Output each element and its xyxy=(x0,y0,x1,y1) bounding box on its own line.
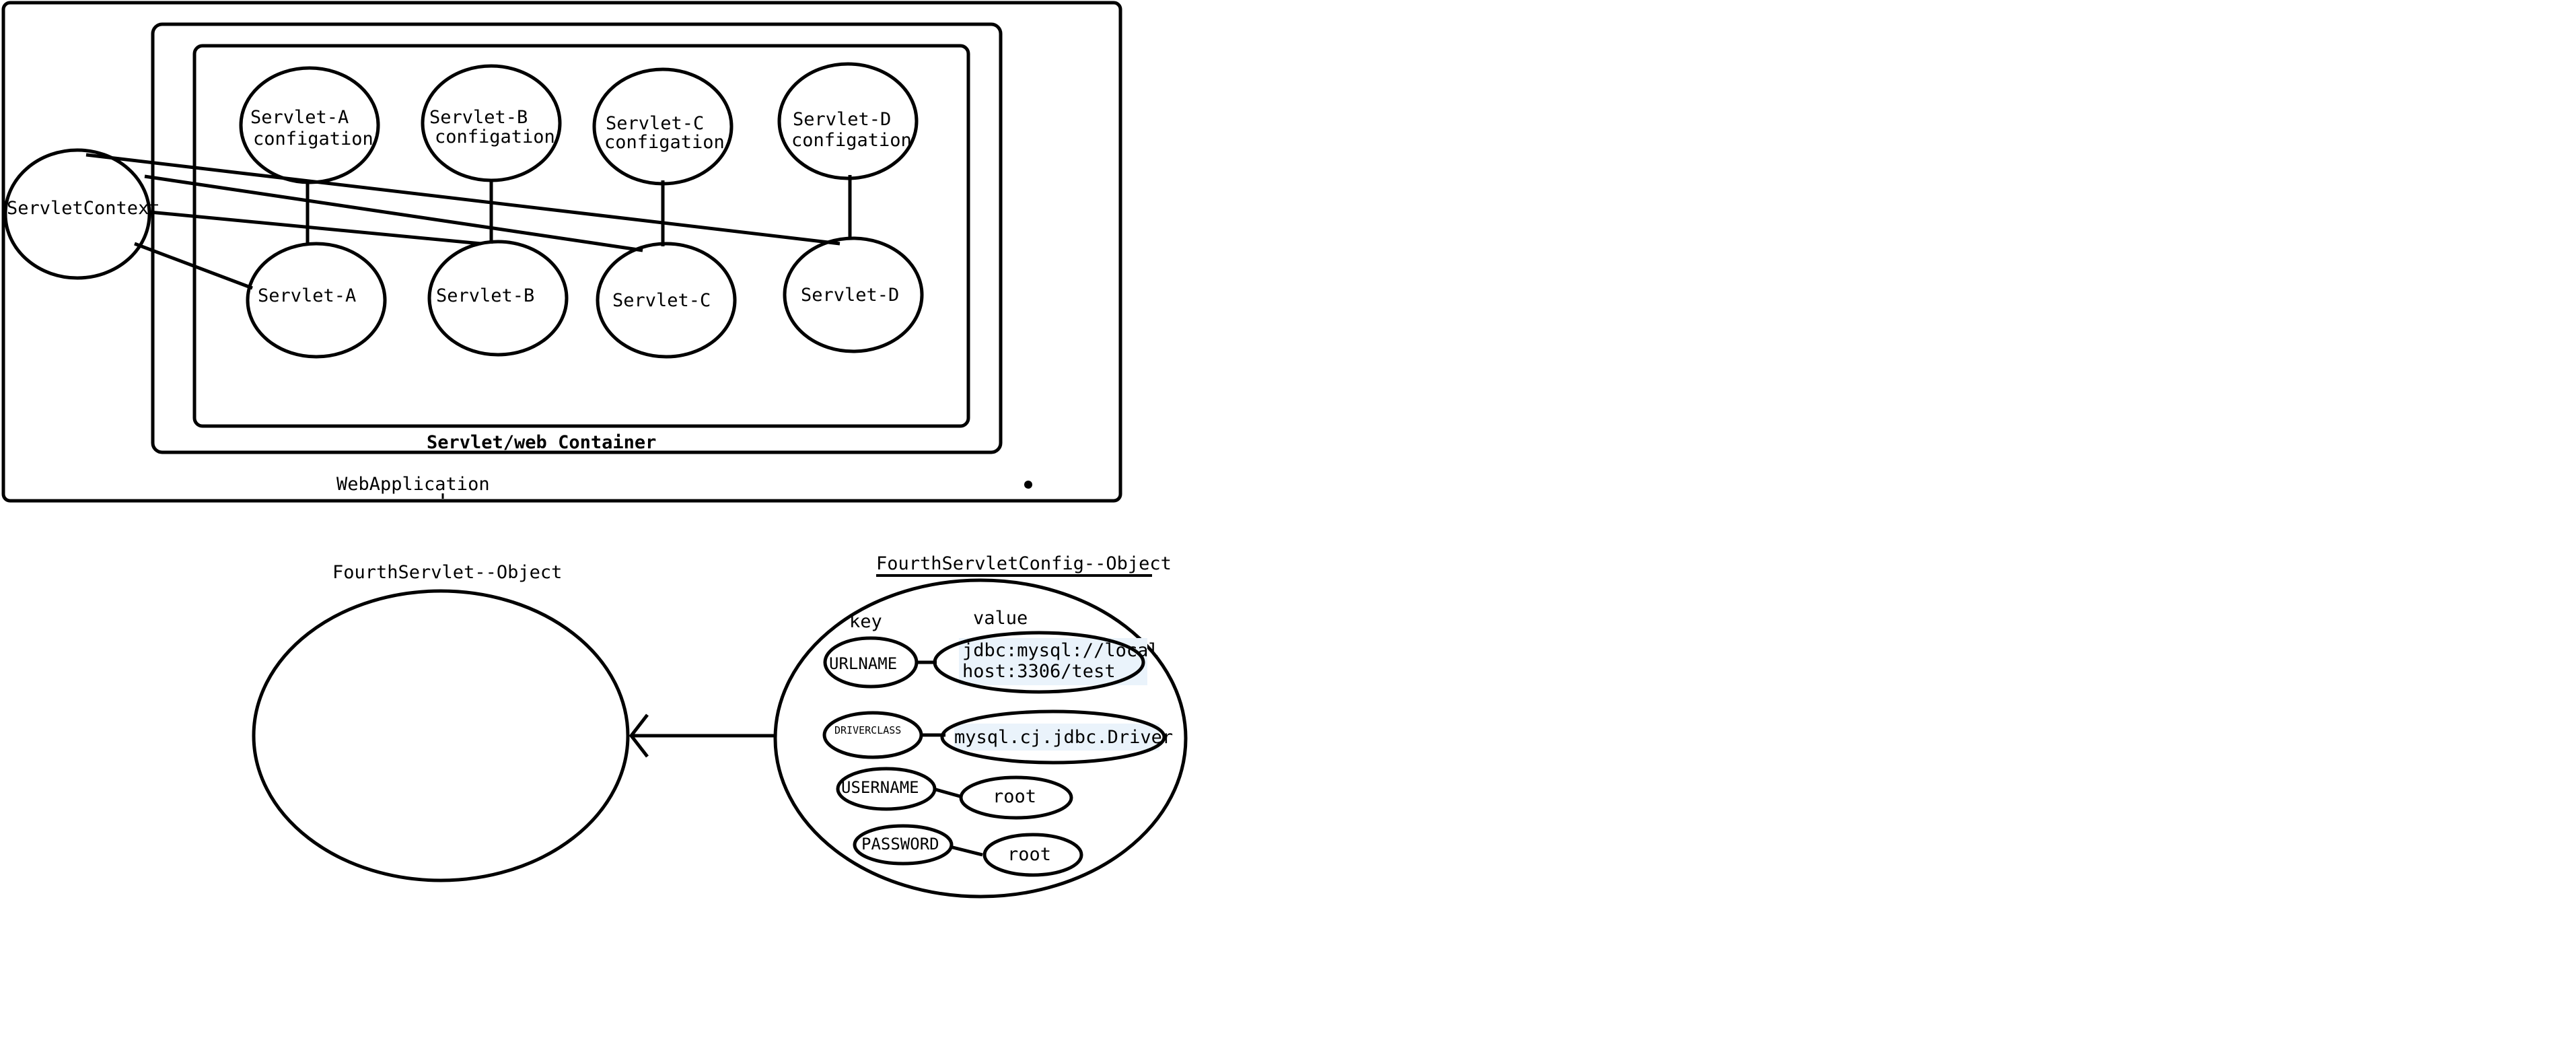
config-node-a-line2: configation xyxy=(253,129,373,149)
param-urlname-value-line2: host:3306/test xyxy=(962,661,1116,682)
config-node-c-line1: Servlet-C xyxy=(606,113,704,134)
config-node-a-line1: Servlet-A xyxy=(250,107,349,128)
config-node-c-line2: configation xyxy=(604,132,725,153)
param-username-link xyxy=(933,787,963,799)
param-username: USERNAME root xyxy=(836,767,1073,820)
web-application-label: WebApplication xyxy=(336,474,490,495)
servlet-web-container-box xyxy=(151,22,1003,454)
param-urlname-key: URLNAME xyxy=(829,654,897,673)
servlet-node-a: Servlet-A xyxy=(246,242,387,359)
servlet-node-d-label: Servlet-D xyxy=(801,285,899,306)
config-node-c: Servlet-C configation xyxy=(592,67,734,186)
servlet-node-b-label: Servlet-B xyxy=(436,285,534,306)
param-driverclass-value-node xyxy=(940,709,1166,765)
param-password-key-node xyxy=(853,824,954,866)
config-object-node xyxy=(773,578,1188,899)
arrow-head xyxy=(629,713,649,758)
web-application-box xyxy=(1,1,1122,503)
web-application-dot xyxy=(1024,481,1032,489)
servlet-context-node xyxy=(3,148,151,280)
config-node-b-line1: Servlet-B xyxy=(429,107,528,128)
servlet-node-b: Servlet-B xyxy=(427,240,569,357)
context-to-servlet-c xyxy=(144,174,643,252)
config-node-d: Servlet-D configation xyxy=(777,62,919,180)
context-to-servlet-a xyxy=(134,242,253,290)
config-node-a: Servlet-A configation xyxy=(239,66,380,184)
servlet-object-node xyxy=(252,589,630,882)
param-password: PASSWORD root xyxy=(853,824,1083,877)
param-password-link xyxy=(950,845,983,857)
servlet-node-d: Servlet-D xyxy=(783,236,924,353)
config-object-label: FourthServletConfig--Object xyxy=(876,553,1172,574)
param-username-key: USERNAME xyxy=(841,778,919,797)
param-username-value-node xyxy=(959,775,1073,820)
servlet-object-label: FourthServlet--Object xyxy=(332,562,562,583)
value-header: value xyxy=(973,608,1028,629)
container-label: Servlet/web Container xyxy=(427,432,656,453)
param-password-value: root xyxy=(1007,844,1051,865)
servlet-node-c-label: Servlet-C xyxy=(612,290,711,311)
param-urlname-value-line1: jdbc:mysql://local xyxy=(962,640,1159,661)
servlet-context-label: ServletContext xyxy=(7,198,160,219)
servlet-node-a-label: Servlet-A xyxy=(258,285,356,306)
param-username-value: root xyxy=(993,786,1036,807)
param-password-key: PASSWORD xyxy=(861,835,939,853)
context-to-servlet-d xyxy=(85,153,840,246)
context-to-servlet-b xyxy=(149,210,482,246)
param-password-value-node xyxy=(982,833,1083,877)
param-driverclass-key: DRIVERCLASS xyxy=(834,724,901,736)
param-urlname-value-node xyxy=(933,631,1145,694)
param-driverclass-value: mysql.cj.jdbc.Driver xyxy=(954,727,1173,748)
key-header: key xyxy=(849,611,882,632)
servlet-node-c: Servlet-C xyxy=(596,242,737,359)
servlet-inner-box xyxy=(192,44,970,428)
param-driverclass: DRIVERCLASS mysql.cj.jdbc.Driver xyxy=(822,709,1173,765)
config-node-d-line1: Servlet-D xyxy=(793,109,891,130)
config-node-b: Servlet-B configation xyxy=(421,64,562,182)
config-node-d-line2: configation xyxy=(791,130,912,151)
param-urlname: URLNAME jdbc:mysql://local host:3306/tes… xyxy=(823,631,1159,694)
config-node-b-line2: configation xyxy=(435,127,555,147)
